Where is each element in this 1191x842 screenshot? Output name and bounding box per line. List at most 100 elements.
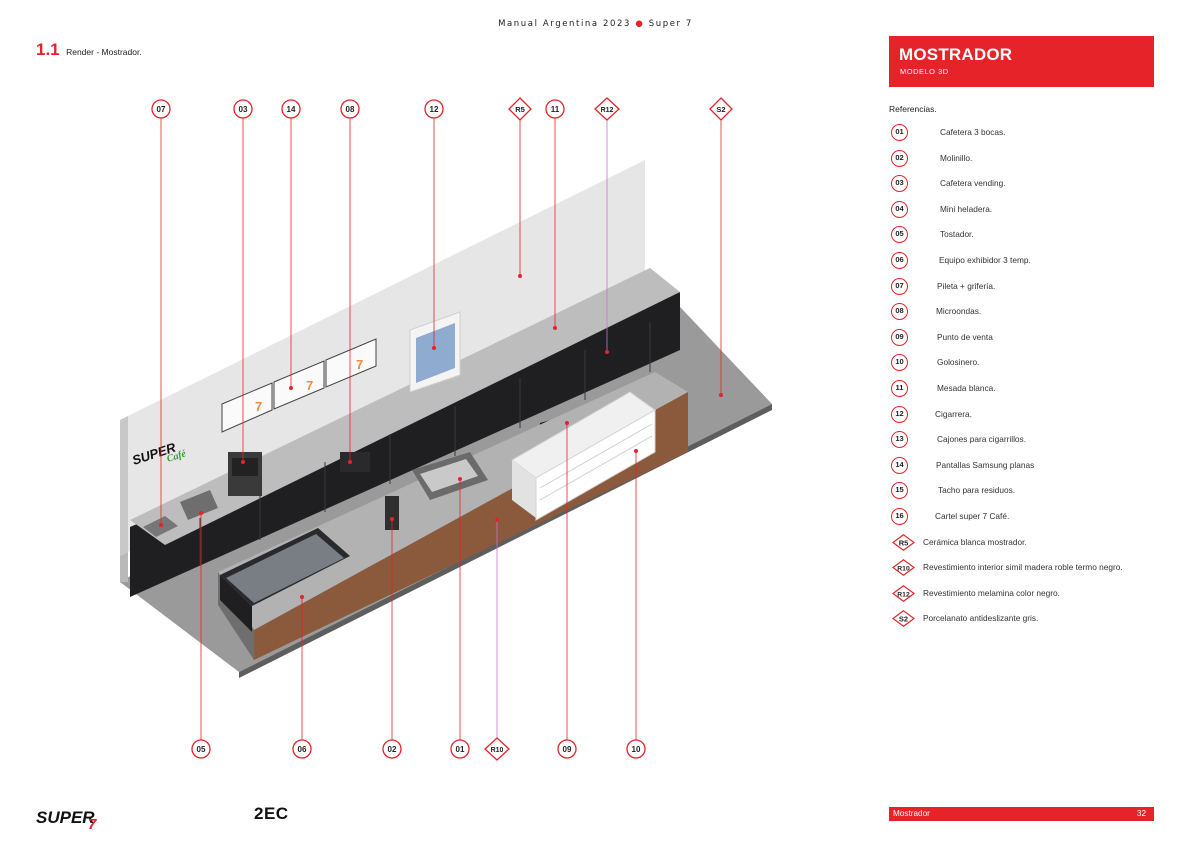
ref-text: Cafetera vending. bbox=[940, 178, 1006, 189]
showcase-glass bbox=[226, 534, 344, 603]
screen-digit-3: 7 bbox=[356, 357, 363, 372]
panel-subtitle: MODELO 3D bbox=[900, 67, 949, 76]
callout-11: 11 bbox=[545, 99, 565, 119]
callout-10: 10 bbox=[626, 739, 646, 759]
ref-text: Mesada blanca. bbox=[937, 382, 996, 393]
ref-text: Tostador. bbox=[940, 229, 974, 240]
ref-text: Pileta + grifería. bbox=[937, 280, 996, 291]
ref-code: S2 bbox=[899, 615, 908, 624]
ref-circle-badge: 16 bbox=[891, 507, 908, 525]
callout-03: 03 bbox=[233, 99, 253, 119]
top-callouts: 07 03 14 08 12 R5 11 R12 bbox=[151, 97, 733, 121]
ref-circle-badge: 11 bbox=[891, 379, 908, 397]
ref-text: Tacho para residuos. bbox=[938, 485, 1016, 496]
microwave bbox=[340, 452, 370, 472]
callout-06: 06 bbox=[292, 739, 312, 759]
ref-text: Microondas. bbox=[936, 306, 982, 317]
logo-seven: 7 bbox=[88, 816, 97, 833]
callout-r12: R12 bbox=[594, 97, 620, 121]
ref-text: Punto de venta bbox=[937, 331, 993, 342]
toaster bbox=[180, 490, 218, 520]
ref-circle-badge: 04 bbox=[891, 200, 908, 218]
header-left: Manual Argentina 2023 bbox=[498, 19, 632, 29]
ref-circle-badge: 09 bbox=[891, 328, 908, 346]
ref-text: Mini heladera. bbox=[940, 203, 993, 214]
callout-14: 14 bbox=[281, 99, 301, 119]
bottom-callouts: 05 06 02 01 R10 09 10 bbox=[191, 737, 646, 761]
panel-title: MOSTRADOR bbox=[899, 45, 1013, 64]
ref-text: Cerámica blanca mostrador. bbox=[923, 536, 1027, 547]
cabinet-lines bbox=[199, 322, 651, 566]
callout-label: 11 bbox=[551, 105, 560, 114]
callout-01: 01 bbox=[450, 739, 470, 759]
panel-title-box: MOSTRADOR MODELO 3D bbox=[889, 36, 1154, 87]
ref-diamond-badge: R10 bbox=[892, 559, 915, 577]
separator-dot-icon: ● bbox=[635, 19, 645, 29]
section-number: 1.1 bbox=[36, 40, 60, 59]
back-countertop bbox=[130, 268, 680, 545]
ref-text: Equipo exhibidor 3 temp. bbox=[939, 254, 1031, 265]
callout-label: 01 bbox=[456, 745, 465, 754]
callout-label: R5 bbox=[515, 105, 525, 114]
partner-logo: 2EC bbox=[254, 804, 289, 823]
ref-text: Revestimiento interior simil madera robl… bbox=[923, 562, 1123, 573]
ref-circle-badge: 05 bbox=[891, 226, 908, 244]
ref-text: Revestimiento melamina color negro. bbox=[923, 587, 1060, 598]
ref-text: Cigarrera. bbox=[935, 408, 972, 419]
callout-02: 02 bbox=[382, 739, 402, 759]
ref-code: R10 bbox=[897, 565, 910, 572]
ref-diamond-badge: S2 bbox=[892, 610, 915, 628]
ref-text: Molinillo. bbox=[940, 152, 973, 163]
screen-digit-1: 7 bbox=[255, 399, 262, 414]
callout-12: 12 bbox=[424, 99, 444, 119]
callout-09: 09 bbox=[557, 739, 577, 759]
back-cabinets bbox=[130, 292, 680, 597]
wall-screens bbox=[221, 338, 377, 433]
callout-label: R10 bbox=[491, 747, 504, 754]
ref-text: Pantallas Samsung planas bbox=[936, 459, 1035, 470]
ref-text: Porcelanato antideslizante gris. bbox=[923, 613, 1039, 624]
ref-text: Cajones para cigarrillos. bbox=[937, 434, 1027, 445]
ref-circle-badge: 07 bbox=[891, 277, 908, 295]
leader-dots bbox=[159, 274, 723, 599]
callout-label: 02 bbox=[388, 745, 397, 754]
callout-label: 12 bbox=[430, 105, 439, 114]
ref-code: R5 bbox=[899, 538, 909, 547]
ref-text: Golosinero. bbox=[937, 357, 980, 368]
ref-text: Cafetera 3 bocas. bbox=[940, 127, 1006, 137]
grinder bbox=[385, 496, 399, 530]
ref-circle-badge: 03 bbox=[891, 175, 908, 193]
ref-code: R12 bbox=[897, 591, 910, 598]
header-right: Super 7 bbox=[648, 19, 693, 29]
ref-circle-badge: 08 bbox=[891, 303, 908, 321]
wall-bottom bbox=[120, 552, 128, 582]
callout-label: 10 bbox=[632, 745, 641, 754]
callout-label: 03 bbox=[239, 105, 248, 114]
callout-05: 05 bbox=[191, 739, 211, 759]
callout-08: 08 bbox=[340, 99, 360, 119]
callout-r10: R10 bbox=[484, 737, 510, 761]
document-header: Manual Argentina 2023 ● Super 7 bbox=[0, 19, 1191, 29]
ref-circle-badge: 12 bbox=[891, 405, 908, 423]
callout-label: 07 bbox=[157, 105, 166, 114]
screen-digit-2: 7 bbox=[306, 378, 313, 393]
logo-text: SUPER bbox=[36, 808, 95, 827]
ref-circle-badge: 10 bbox=[891, 354, 908, 372]
footer-bar: Mostrador 32 bbox=[889, 807, 1154, 821]
callout-label: 08 bbox=[346, 105, 355, 114]
ref-circle-badge: 02 bbox=[891, 149, 908, 167]
ref-diamond-badge: R5 bbox=[892, 533, 915, 551]
callout-r5: R5 bbox=[508, 97, 532, 121]
ref-circle-badge: 01 bbox=[891, 124, 908, 141]
leader-lines bbox=[160, 118, 722, 740]
callout-label: 14 bbox=[287, 105, 296, 114]
ref-circle-badge: 13 bbox=[891, 431, 908, 449]
ref-circle-badge: 14 bbox=[891, 456, 908, 474]
ref-diamond-badge: R12 bbox=[892, 584, 915, 602]
wall-side bbox=[120, 416, 128, 556]
ref-text: Cartel super 7 Café. bbox=[935, 510, 1010, 521]
callout-label: 09 bbox=[563, 745, 572, 754]
section-label: 1.1 Render - Mostrador. bbox=[36, 40, 142, 60]
section-title: Render - Mostrador. bbox=[66, 47, 142, 57]
footer-section: Mostrador bbox=[893, 809, 930, 818]
